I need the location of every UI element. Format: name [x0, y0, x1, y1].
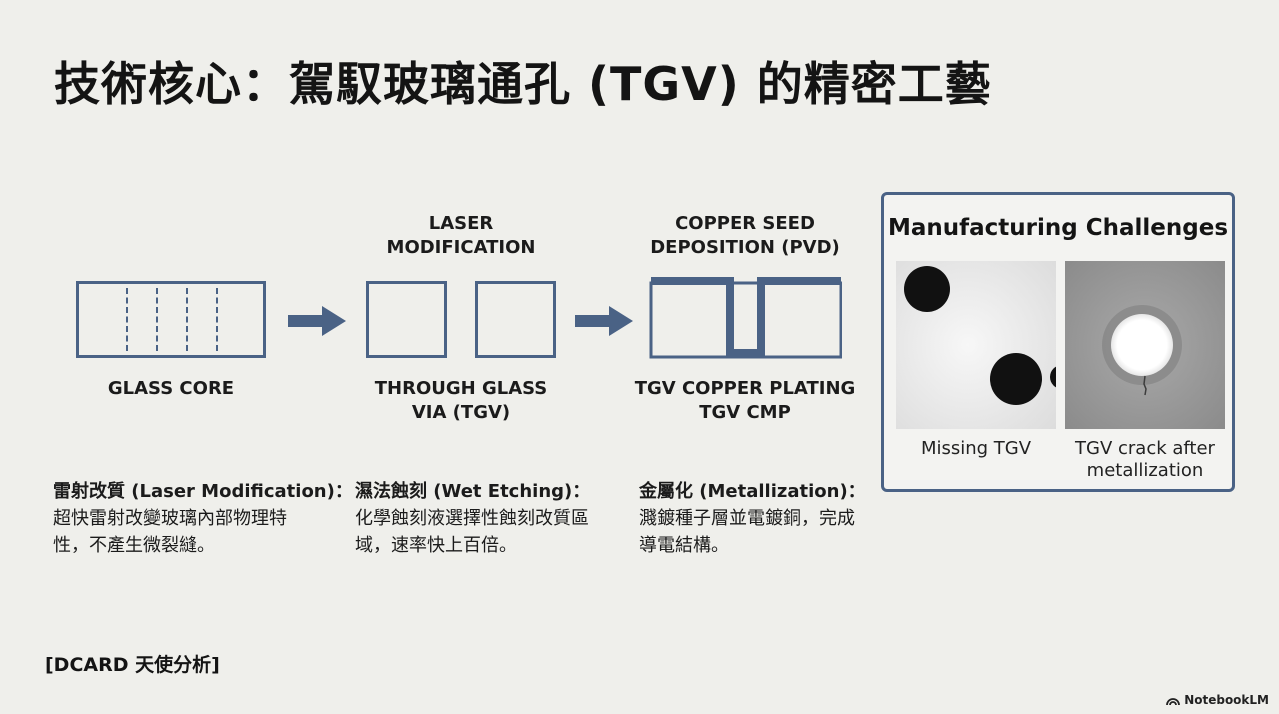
- step-heading: 金屬化 (Metallization)：: [639, 481, 866, 502]
- step-body: 濺鍍種子層並電鍍銅，完成導電結構。: [639, 508, 855, 556]
- glass-core-diagram: [76, 281, 266, 358]
- missing-tgv-image: [896, 261, 1056, 429]
- laser-path-line: [216, 288, 218, 351]
- process-arrow-icon: [575, 306, 633, 336]
- copper-plated-tgv-diagram: [649, 277, 842, 359]
- step-body: 超快雷射改變玻璃內部物理特性，不產生微裂縫。: [53, 508, 287, 556]
- laser-path-line: [126, 288, 128, 351]
- tgv-copper-plating-label: TGV COPPER PLATING TGV CMP: [634, 378, 856, 423]
- step-heading: 濕法蝕刻 (Wet Etching)：: [355, 481, 591, 502]
- brand-label: NotebookLM: [1184, 693, 1269, 707]
- laser-modification-label: LASER MODIFICATION: [386, 213, 536, 258]
- step-body: 化學蝕刻液選擇性蝕刻改質區域，速率快上百倍。: [355, 508, 589, 556]
- step-heading: 雷射改質 (Laser Modification)：: [53, 481, 353, 502]
- page-title: 技術核心：駕馭玻璃通孔 (TGV) 的精密工藝: [54, 57, 992, 111]
- tgv-crack-caption: TGV crack after metallization: [1075, 438, 1215, 481]
- glass-core-label: GLASS CORE: [107, 378, 235, 399]
- source-label: [DCARD 天使分析]: [45, 654, 220, 676]
- step-laser-modification: 雷射改質 (Laser Modification)： 超快雷射改變玻璃內部物理特…: [53, 478, 353, 559]
- tgv-right-block: [475, 281, 556, 358]
- tgv-crack-image: [1065, 261, 1225, 429]
- step-wet-etching: 濕法蝕刻 (Wet Etching)： 化學蝕刻液選擇性蝕刻改質區域，速率快上百…: [355, 478, 599, 559]
- laser-path-line: [156, 288, 158, 351]
- copper-seed-deposition-label: COPPER SEED DEPOSITION (PVD): [650, 213, 840, 258]
- challenges-title: Manufacturing Challenges: [887, 215, 1229, 241]
- process-arrow-icon: [288, 306, 346, 336]
- through-glass-via-label: THROUGH GLASS VIA (TGV): [374, 378, 548, 423]
- notebooklm-brand: NotebookLM: [1166, 693, 1269, 707]
- step-metallization: 金屬化 (Metallization)： 濺鍍種子層並電鍍銅，完成導電結構。: [639, 478, 866, 559]
- challenges-panel: Manufacturing Challenges Missing TGV: [881, 192, 1235, 492]
- tgv-left-block: [366, 281, 447, 358]
- missing-tgv-caption: Missing TGV: [920, 438, 1032, 459]
- notebooklm-logo-icon: [1166, 697, 1181, 705]
- laser-path-line: [186, 288, 188, 351]
